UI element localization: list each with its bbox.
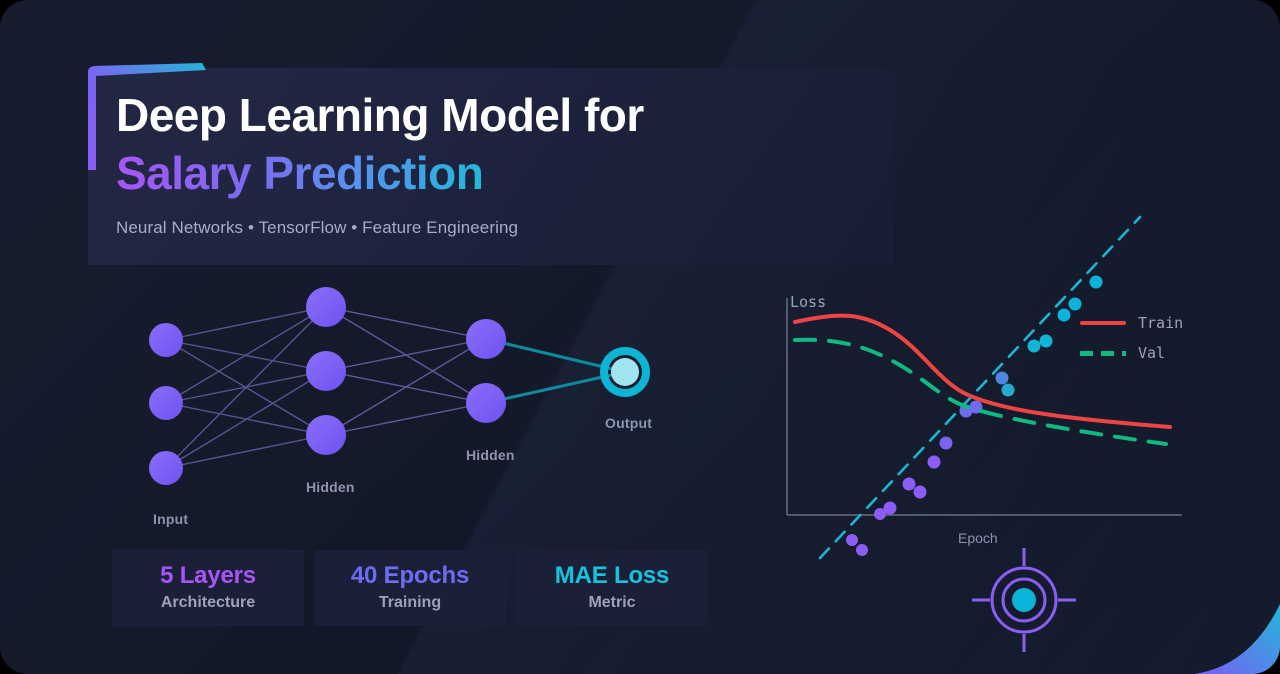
network-node: [149, 451, 183, 485]
training-loss-chart-svg: [786, 215, 1182, 560]
layer-label-hidden-1: Hidden: [306, 479, 355, 495]
stat-card-row: 5 Layers Architecture 40 Epochs Training…: [112, 550, 708, 626]
neural-network-diagram: Input Hidden Hidden Output: [120, 268, 700, 538]
chart-axes: [786, 298, 1182, 516]
scatter-point: [1068, 297, 1082, 311]
output-node-ring: [600, 347, 650, 397]
network-node-group-input: [149, 323, 183, 485]
layer-label-input: Input: [153, 511, 189, 527]
network-node-group-hidden-1: [306, 287, 346, 455]
chart-y-axis-label: Loss: [790, 293, 827, 311]
legend-item-train: Train: [1080, 312, 1183, 334]
scatter-point: [902, 477, 916, 491]
scatter-point: [856, 544, 868, 556]
stat-card-architecture[interactable]: 5 Layers Architecture: [112, 550, 304, 626]
network-node: [149, 386, 183, 420]
layer-label-output: Output: [605, 415, 653, 431]
network-node: [466, 383, 506, 423]
scatter-point: [1089, 275, 1103, 289]
scatter-point: [969, 400, 983, 414]
stat-card-label: Architecture: [160, 594, 256, 611]
scatter-point: [883, 501, 897, 515]
header-panel-sheen: [88, 68, 894, 265]
network-edges-input-hidden1: [165, 306, 327, 469]
legend-swatch-val-icon: [1080, 350, 1126, 356]
scatter-point: [939, 436, 953, 450]
crosshair-center-dot: [1012, 588, 1036, 612]
stat-card-value: 40 Epochs: [350, 562, 470, 589]
corner-wedge-decoration: [1194, 604, 1280, 674]
scatter-point: [995, 371, 1009, 385]
stat-card-training[interactable]: 40 Epochs Training: [314, 550, 506, 626]
network-node: [306, 415, 346, 455]
neural-network-svg: [149, 287, 650, 485]
scatter-point: [874, 508, 886, 520]
page-title-line-2: Salary Prediction: [116, 144, 484, 202]
scatter-point: [1039, 334, 1053, 348]
stat-card-value: 5 Layers: [160, 562, 256, 589]
title-block: Deep Learning Model for Salary Predictio…: [116, 86, 876, 238]
network-edges-hidden1-hidden2: [325, 306, 487, 436]
page-title-line-1: Deep Learning Model for: [116, 89, 644, 141]
stat-card-label: Metric: [588, 594, 636, 611]
scatter-point: [1027, 339, 1041, 353]
page-subtitle: Neural Networks • TensorFlow • Feature E…: [116, 218, 519, 237]
chart-series-fit-line: [818, 215, 1142, 560]
network-node-group-hidden-2: [466, 319, 506, 423]
network-node: [466, 319, 506, 359]
scatter-point: [1057, 308, 1071, 322]
scatter-point: [846, 534, 858, 546]
network-node: [306, 351, 346, 391]
legend-label-val: Val: [1138, 344, 1166, 362]
scatter-point: [927, 455, 941, 469]
legend-swatch-train-icon: [1080, 321, 1126, 325]
stat-card-value: MAE Loss: [554, 562, 670, 589]
network-node: [306, 287, 346, 327]
scatter-point: [913, 485, 927, 499]
legend-item-val: Val: [1080, 342, 1183, 364]
layer-label-hidden-2: Hidden: [466, 447, 515, 463]
chart-x-axis-label: Epoch: [958, 530, 998, 546]
training-loss-chart: Loss Epoch Train Val: [770, 200, 1200, 560]
scatter-point: [1001, 383, 1015, 397]
output-node-core: [611, 358, 639, 386]
stat-card-metric[interactable]: MAE Loss Metric: [516, 550, 708, 626]
chart-series-train: [793, 313, 1172, 429]
crosshair-target-icon: [972, 548, 1076, 652]
chart-legend: Train Val: [1080, 312, 1183, 364]
legend-label-train: Train: [1138, 314, 1184, 332]
header-panel: [88, 68, 894, 265]
network-node: [149, 323, 183, 357]
stat-card-label: Training: [378, 594, 442, 611]
network-node-group-output: [600, 347, 650, 397]
